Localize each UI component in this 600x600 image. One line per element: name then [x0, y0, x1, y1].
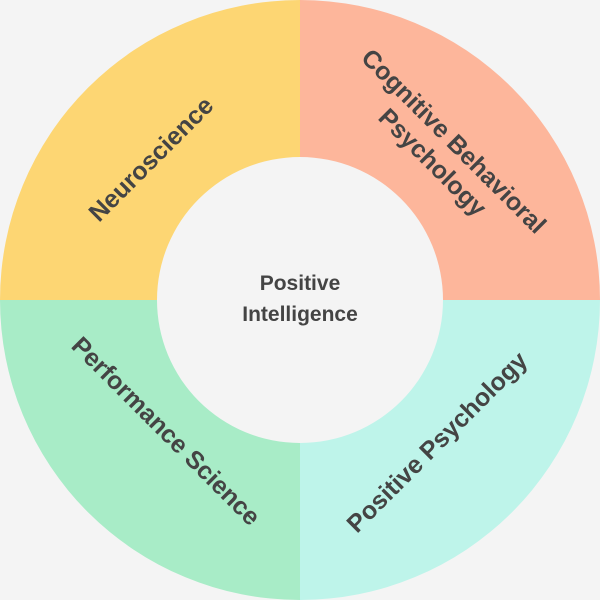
center-label-line2: Intelligence	[242, 303, 358, 326]
segment-performance-science	[0, 300, 300, 600]
segment-neuroscience	[0, 0, 300, 300]
segment-positive-psychology	[300, 300, 600, 600]
center-label-line1: Positive	[260, 272, 341, 295]
segment-cognitive-behavioral-psychology	[300, 0, 600, 300]
